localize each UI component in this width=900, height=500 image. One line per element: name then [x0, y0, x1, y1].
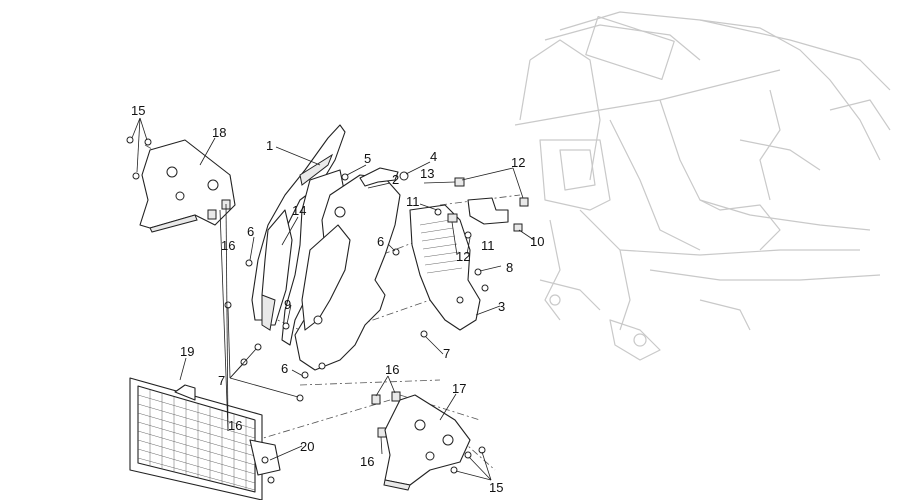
- callout-5: 5: [364, 151, 371, 166]
- part-13-bracket: [467, 197, 509, 225]
- part-15-screws-upper: [126, 136, 152, 180]
- callout-8: 8: [506, 260, 513, 275]
- callout-6-middle: 6: [377, 234, 384, 249]
- callout-16-lower: 16: [360, 454, 374, 469]
- part-10-nut: [513, 223, 523, 232]
- part-2-main-fairing: [294, 174, 401, 371]
- part-4-trim-piece: [359, 167, 409, 187]
- callout-11-lower: 11: [481, 238, 495, 253]
- motorcycle-frame-ghost: [514, 11, 891, 361]
- callout-15-upper: 15: [131, 103, 145, 118]
- callout-12-upper: 12: [511, 155, 525, 170]
- callout-14: 14: [292, 203, 306, 218]
- callout-2: 2: [392, 172, 399, 187]
- callout-11-upper: 11: [406, 194, 420, 209]
- callout-16-upper: 16: [221, 238, 235, 253]
- part-11-screws: [434, 208, 472, 239]
- part-19-radiator-grille: [129, 377, 281, 500]
- callout-17: 17: [452, 381, 466, 396]
- callout-16-middle: 16: [385, 362, 399, 377]
- callout-13: 13: [420, 166, 434, 181]
- part-3-vented-cover: [409, 204, 481, 331]
- callout-1: 1: [266, 138, 273, 153]
- callout-10: 10: [530, 234, 544, 249]
- callout-16-left: 16: [228, 418, 242, 433]
- part-18-bracket: [139, 139, 236, 233]
- callout-19: 19: [180, 344, 194, 359]
- callout-20: 20: [300, 439, 314, 454]
- callout-3: 3: [498, 299, 505, 314]
- fasteners: [224, 248, 489, 402]
- callout-9: 9: [284, 297, 291, 312]
- callout-18: 18: [212, 125, 226, 140]
- callout-15-lower: 15: [489, 480, 503, 495]
- grille-mesh: [137, 390, 256, 491]
- callout-6-lower: 6: [281, 361, 288, 376]
- callout-labels: 15 18 1 5 4 2 13 12 11 14 6 16 6 11 10 1…: [131, 103, 544, 495]
- callout-7-right: 7: [443, 346, 450, 361]
- vent-slats: [419, 219, 463, 274]
- callout-6-left: 6: [247, 224, 254, 239]
- callout-4: 4: [430, 149, 437, 164]
- callout-7-left: 7: [218, 373, 225, 388]
- part-17-lower-bracket: [383, 394, 471, 491]
- part-5-screw: [341, 173, 349, 181]
- part-12-clips: [447, 177, 529, 223]
- callout-12-lower: 12: [456, 249, 470, 264]
- leader-lines: [131, 117, 535, 481]
